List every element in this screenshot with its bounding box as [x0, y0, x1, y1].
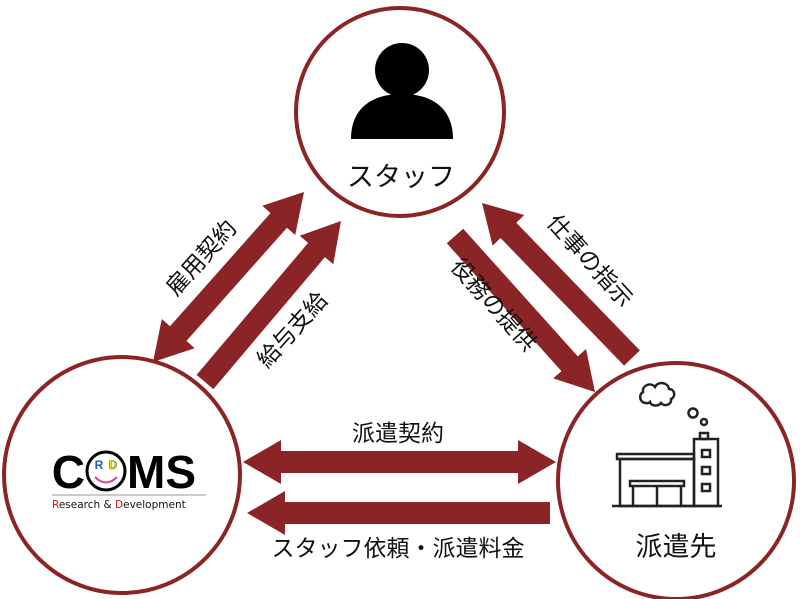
node-client: 派遣先 [556, 361, 796, 599]
logo-tagline: Research & Development [52, 499, 186, 511]
node-staff: スタッフ [294, 6, 506, 218]
arrow-dispatch-contract [243, 440, 556, 484]
edge-label-work-instruction: 仕事の指示 [541, 210, 637, 313]
edge-label-staff-request-fee: スタッフ依頼・派遣料金 [272, 536, 525, 562]
arrow-service-provision [446, 228, 595, 392]
factory-icon [612, 381, 722, 508]
logo-smile [94, 476, 118, 484]
arrows-group [153, 192, 640, 535]
client-label: 派遣先 [636, 532, 717, 563]
node-coms: C R D MS Research & Development [2, 355, 242, 595]
arrow-employment-contract [153, 192, 304, 362]
logo-o-ring [85, 450, 127, 492]
staff-label: スタッフ [347, 162, 455, 193]
logo-ms: MS [127, 446, 196, 498]
logo-c: C [52, 446, 85, 498]
arrow-staff-request-fee [247, 491, 550, 535]
edge-label-dispatch-contract: 派遣契約 [352, 421, 444, 447]
person-icon [351, 43, 453, 139]
logo-inner-d: D [109, 458, 118, 472]
arrow-salary-payment [196, 221, 341, 390]
coms-logo: C R D MS Research & Development [52, 446, 206, 511]
arrow-work-instruction [482, 203, 640, 366]
logo-inner-r: R [95, 458, 104, 472]
